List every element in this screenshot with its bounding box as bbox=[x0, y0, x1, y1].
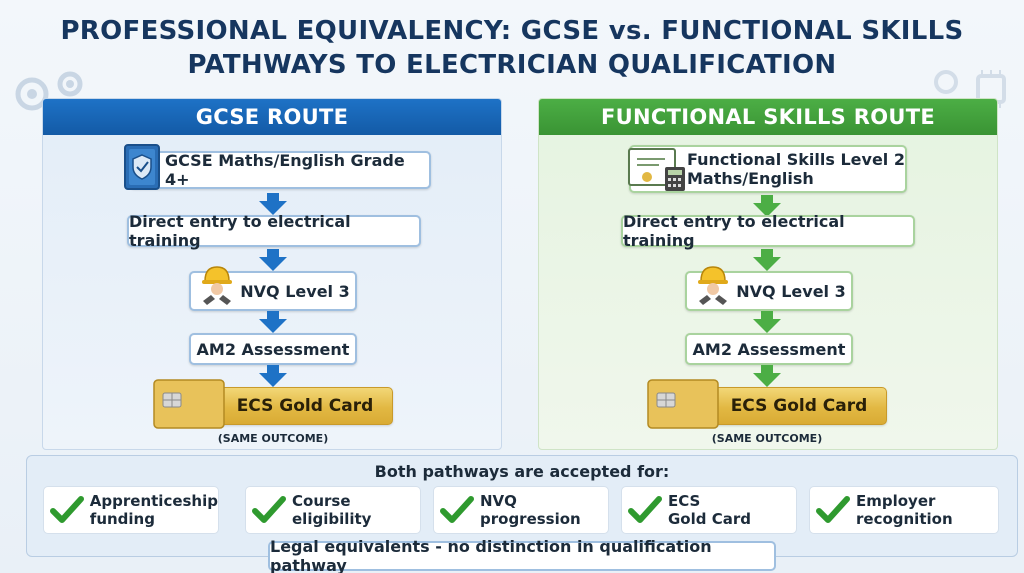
benefit-item: Employer recognition bbox=[809, 486, 999, 534]
fs-training-label: Direct entry to electrical training bbox=[623, 212, 845, 250]
fs-ecs-card-box: ECS Gold Card bbox=[687, 387, 887, 425]
gcse-training-label: Direct entry to electrical training bbox=[129, 212, 351, 250]
benefit-label: Employer recognition bbox=[856, 492, 953, 528]
gcse-route-header: GCSE ROUTE bbox=[43, 99, 501, 135]
fs-route-header: FUNCTIONAL SKILLS ROUTE bbox=[539, 99, 997, 135]
gcse-route-panel: GCSE ROUTE GCSE Maths/English Grade 4+ D… bbox=[42, 98, 502, 450]
check-icon bbox=[49, 496, 84, 523]
fs-am2-box: AM2 Assessment bbox=[685, 333, 853, 365]
gcse-entry-label: GCSE Maths/English Grade 4+ bbox=[165, 151, 405, 189]
fs-entry-label: Functional Skills Level 2 Maths/English bbox=[687, 150, 905, 188]
certificate-icon bbox=[628, 148, 685, 191]
fs-ecs-card-label: ECS Gold Card bbox=[730, 396, 868, 416]
title-line-2: PATHWAYS TO ELECTRICIAN QUALIFICATION bbox=[187, 50, 837, 80]
fs-am2-label: AM2 Assessment bbox=[692, 339, 846, 359]
benefit-label: ECS Gold Card bbox=[668, 492, 751, 528]
benefit-item: Apprenticeship funding bbox=[43, 486, 219, 534]
functional-skills-route-panel: FUNCTIONAL SKILLS ROUTE Functional Skill… bbox=[538, 98, 998, 450]
down-arrow-icon bbox=[753, 249, 781, 271]
gcse-ecs-card-box: ECS Gold Card bbox=[193, 387, 393, 425]
down-arrow-icon bbox=[259, 249, 287, 271]
down-arrow-icon bbox=[753, 365, 781, 387]
accepted-for-section: Both pathways are accepted for: Apprenti… bbox=[26, 455, 1018, 557]
benefit-item: Course eligibility bbox=[245, 486, 421, 534]
gold-card-chip-icon bbox=[647, 379, 719, 429]
gcse-nvq-label: NVQ Level 3 bbox=[240, 281, 350, 301]
down-arrow-icon bbox=[259, 193, 287, 215]
fs-training-box: Direct entry to electrical training bbox=[621, 212, 915, 250]
title-line-1: PROFESSIONAL EQUIVALENCY: GCSE vs. FUNCT… bbox=[60, 16, 964, 46]
benefit-item: ECS Gold Card bbox=[621, 486, 797, 534]
benefit-label: Apprenticeship funding bbox=[89, 492, 218, 528]
check-icon bbox=[440, 496, 474, 523]
gcse-entry-box: GCSE Maths/English Grade 4+ bbox=[129, 151, 431, 189]
legal-equivalents-note: Legal equivalents - no distinction in qu… bbox=[268, 537, 776, 573]
gcse-ecs-card-label: ECS Gold Card bbox=[236, 396, 374, 416]
fs-nvq-label: NVQ Level 3 bbox=[736, 281, 846, 301]
benefit-label: Course eligibility bbox=[292, 492, 372, 528]
gcse-am2-box: AM2 Assessment bbox=[189, 333, 357, 365]
accepted-for-title: Both pathways are accepted for: bbox=[374, 462, 670, 481]
down-arrow-icon bbox=[753, 195, 781, 217]
check-icon bbox=[252, 496, 286, 523]
gold-card-chip-icon bbox=[153, 379, 225, 429]
down-arrow-icon bbox=[259, 365, 287, 387]
benefit-label: NVQ progression bbox=[480, 492, 581, 528]
book-shield-icon bbox=[124, 144, 160, 190]
down-arrow-icon bbox=[259, 311, 287, 333]
legal-note-text: Legal equivalents - no distinction in qu… bbox=[270, 537, 712, 573]
hardhat-worker-icon bbox=[698, 266, 728, 305]
fs-outcome-note: (SAME OUTCOME) bbox=[711, 432, 823, 445]
gcse-training-box: Direct entry to electrical training bbox=[127, 212, 421, 250]
gcse-am2-label: AM2 Assessment bbox=[196, 339, 350, 359]
gcse-outcome-note: (SAME OUTCOME) bbox=[217, 432, 329, 445]
page-title: PROFESSIONAL EQUIVALENCY: GCSE vs. FUNCT… bbox=[0, 14, 1024, 82]
hardhat-worker-icon bbox=[202, 266, 232, 305]
check-icon bbox=[628, 496, 662, 523]
benefit-item: NVQ progression bbox=[433, 486, 609, 534]
gear-icon bbox=[15, 71, 83, 111]
check-icon bbox=[816, 496, 850, 523]
down-arrow-icon bbox=[753, 311, 781, 333]
